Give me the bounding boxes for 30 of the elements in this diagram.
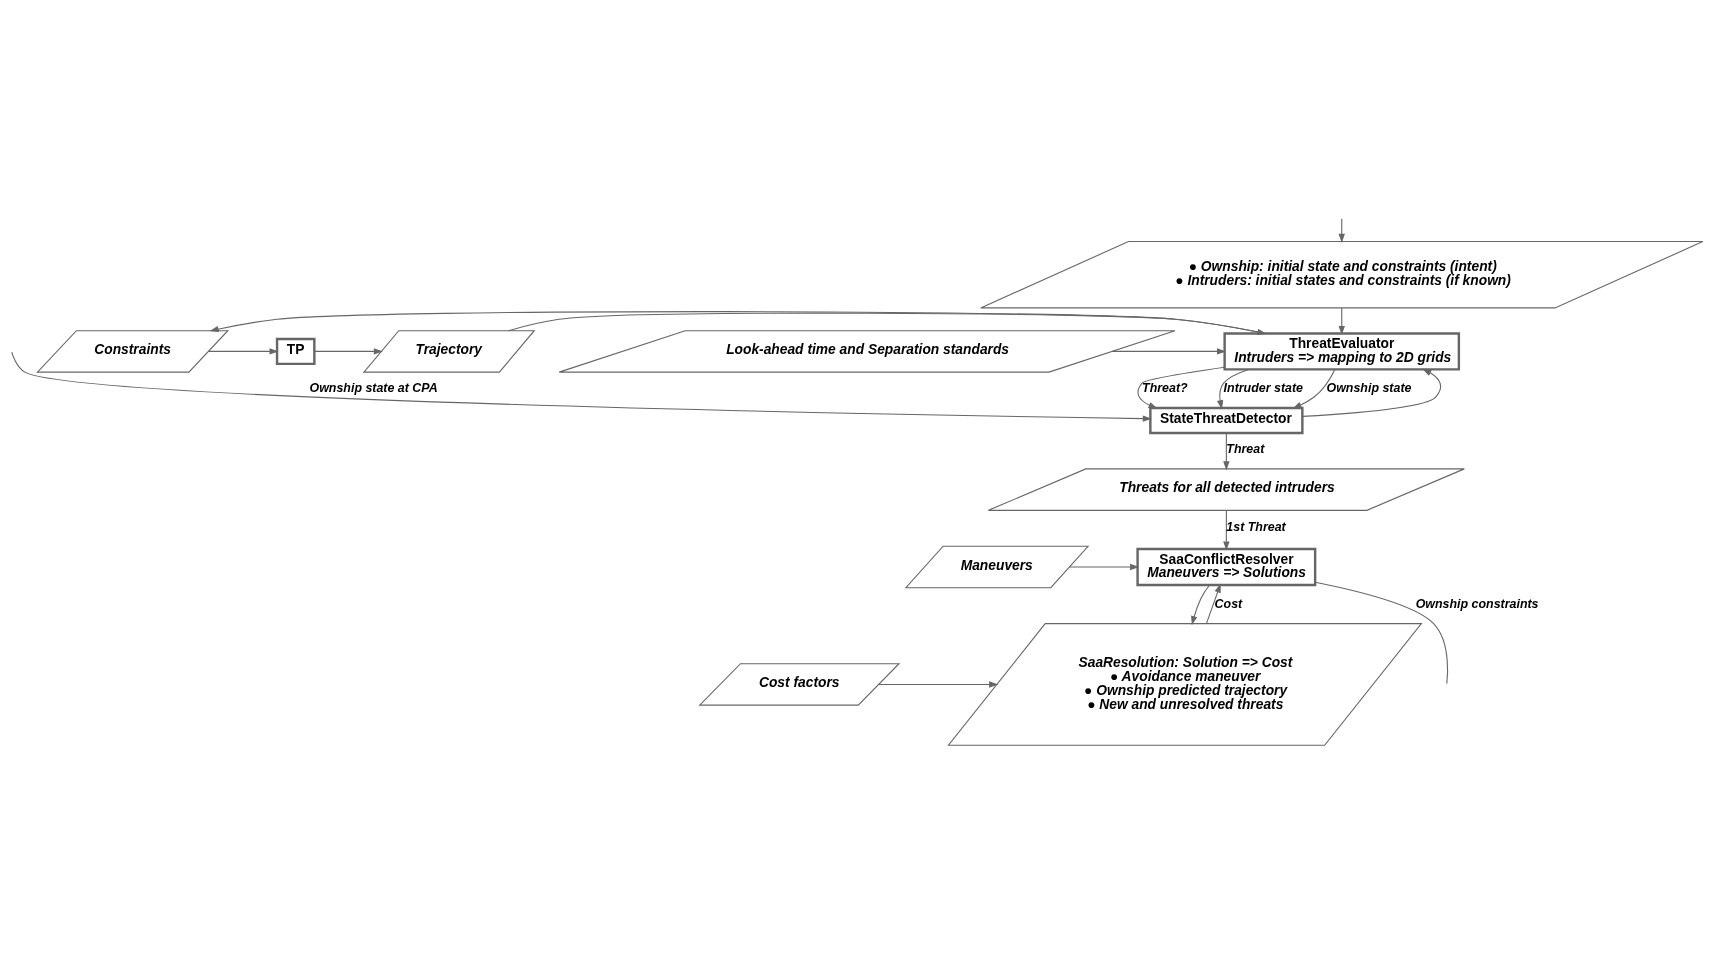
arrow [209,311,1266,334]
edge-label: Ownship state at CPA [309,381,438,396]
arrow [314,348,383,355]
arrow [1069,563,1140,571]
arrow [11,351,1152,422]
arrow [508,312,1267,336]
node-box: StateThreatDetector [1149,406,1304,435]
arrow [1292,369,1336,409]
arrow [1301,368,1442,417]
arrow [1111,348,1227,355]
edge-label: Cost [1214,597,1243,612]
arrow [1216,368,1250,410]
arrow [878,681,999,688]
node-box: SaaConflictResolver Maneuvers => Solutions [1136,547,1317,587]
arrow [1137,366,1226,409]
node-box: TP [275,337,316,366]
arrow [1205,583,1221,625]
arrow [1223,432,1230,471]
edge-label: Intruder state [1223,381,1303,396]
edge-label: Ownship constraints [1415,597,1539,612]
node-box: ThreatEvaluator Intruders => mapping to 2D grids [1223,332,1461,371]
arrow [1191,584,1211,626]
edge-label: Threat [1226,442,1265,457]
arrow [207,348,279,355]
connector [1314,581,1449,685]
arrow [1223,509,1230,551]
edge-label: Ownship state [1326,381,1412,396]
edge-label: 1st Threat [1226,519,1286,534]
edge-label: Threat? [1142,381,1188,396]
arrow [1338,307,1345,336]
